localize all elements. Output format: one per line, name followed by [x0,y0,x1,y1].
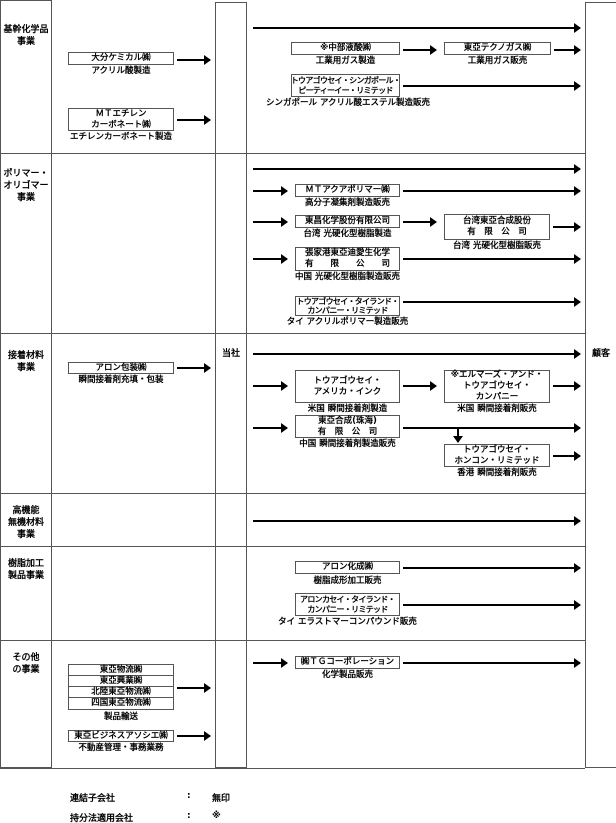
company-box: アロン包装㈱ [68,362,174,374]
legend-label: 連結子会社 [70,794,116,804]
row-divider [0,546,585,547]
flow-arrow [253,658,288,668]
flow-arrow [177,55,211,65]
segment-label: 樹脂加工 製品事業 [7,559,44,581]
flow-arrow [403,297,581,307]
flow-arrow [553,222,581,232]
company-box: ㈱ＴＧコーポレーション [295,656,400,669]
row-divider [0,493,585,494]
company-box: 東亞ビジネスアソシエ㈱ [68,730,174,742]
company-box: トウアゴウセイ・ アメリカ・インク [295,370,400,403]
segment-label: その他 の事業 [12,653,40,675]
flow-arrow [253,423,288,433]
company-box: ※中部液酸㈱ [291,42,400,55]
segment-label: 接着材料 事業 [7,351,44,373]
legend-mark: ※ [212,811,221,821]
company-description: 香港 瞬間接着剤販売 [457,468,537,478]
company-description: アクリル酸製造 [91,66,151,76]
flow-arrow [403,423,581,433]
company-box: 四国東亞物流㈱ [68,697,174,710]
flow-arrow [253,186,288,196]
segment-label: 高機能 無機材料 事業 [7,506,44,540]
flow-arrow [253,164,581,174]
flow-arrow [253,217,288,227]
company-box: ＭＴアクアポリマー㈱ [295,184,400,197]
company-description: シンガポール アクリル酸エステル製造販売 [266,98,431,108]
legend-mark: 無印 [212,794,231,804]
company-description: 米国 瞬間接着剤製造 [307,404,388,414]
company-box: アロン化成㈱ [295,561,400,574]
company-description: 不動産管理・事務業務 [78,743,164,753]
company-box: アロンカセイ・タイランド・ カンパニー・リミテッド [295,593,400,616]
flow-arrow [403,81,581,91]
customer-column [585,2,616,768]
flow-arrow [177,115,211,125]
flow-arrow [403,186,581,196]
company-description: 台湾 光硬化型樹脂販売 [453,241,541,251]
company-box: トウアゴウセイ・タイランド・ カンパニー・リミテッド [295,296,400,316]
flow-arrow [403,45,437,55]
company-description: 中国 瞬間接着剤製造販売 [299,439,396,449]
flow-arrow [253,254,288,264]
company-description: タイ アクリルポリマー製造販売 [286,317,409,327]
segment-column [0,0,52,768]
company-description: 米国 瞬間接着剤販売 [457,404,537,414]
company-description: 工業用ガス販売 [467,56,528,66]
customer-label: 顧客 [592,349,611,359]
flow-arrow [253,381,288,391]
company-description: 台湾 光硬化型樹脂製造 [303,229,392,239]
company-description: 瞬間接着剤充填・包装 [78,375,164,385]
flow-arrow [403,658,581,668]
flow-arrow [403,600,581,610]
company-box: 東昌化学股份有限公司 [295,215,400,228]
legend-separator: : [187,791,191,801]
segment-label: 基幹化学品 事業 [3,25,49,47]
legend-separator: : [187,811,191,821]
flow-arrow [177,683,211,693]
flow-arrow [403,254,581,264]
company-description: 中国 光硬化型樹脂製造販売 [295,272,400,282]
company-box: トウアゴウセイ・ ホンコン・リミテッド [444,444,550,467]
company-description: エチレンカーボネート製造 [69,132,172,142]
company-box: 東亞合成(珠海) 有 限 公 司 [295,415,400,438]
company-box: ※エルマーズ・アンド・ トウアゴウセイ・ カンパニー [444,370,550,403]
flow-arrow [403,217,437,227]
flow-arrow [177,363,211,373]
row-divider [0,333,585,334]
legend-label: 持分法適用会社 [70,814,134,823]
flow-arrow [253,516,581,526]
company-description: 工業用ガス製造 [315,56,376,66]
flow-arrow [253,23,581,33]
flow-arrow [403,381,437,391]
company-description: 高分子凝集剤製造販売 [304,198,390,208]
company-box: 東亞テクノガス㈱ [444,42,551,55]
flow-arrow [403,563,581,573]
bottom-line [0,768,585,769]
flow-arrow [553,381,581,391]
company-box: トウアゴウセイ・シンガポール・ ピーティーイー・リミテッド [291,74,401,97]
company-label: 当社 [222,349,241,359]
company-box: 張家港東亞迪愛生化学 有 限 公 司 [295,247,400,271]
company-description: 製品輸送 [103,712,138,722]
company-box: 大分ケミカル㈱ [68,52,174,65]
flow-arrow [553,451,581,461]
flow-arrow [177,731,211,741]
company-box: 台湾東亞合成股份 有 限 公 司 [444,214,550,240]
company-box: ＭＴエチレン カーボネート㈱ [68,108,174,131]
flow-arrow [554,45,581,55]
company-column [215,2,247,768]
flow-arrow [253,349,581,359]
company-description: 化学製品販売 [321,670,373,680]
row-divider [0,640,585,641]
company-description: 樹脂成形加工販売 [313,576,382,586]
row-divider [0,153,585,154]
segment-label: ポリマー・ オリゴマー 事業 [3,169,49,203]
flow-arrow-down [453,428,463,443]
company-description: タイ エラストマーコンパウンド販売 [278,617,417,627]
